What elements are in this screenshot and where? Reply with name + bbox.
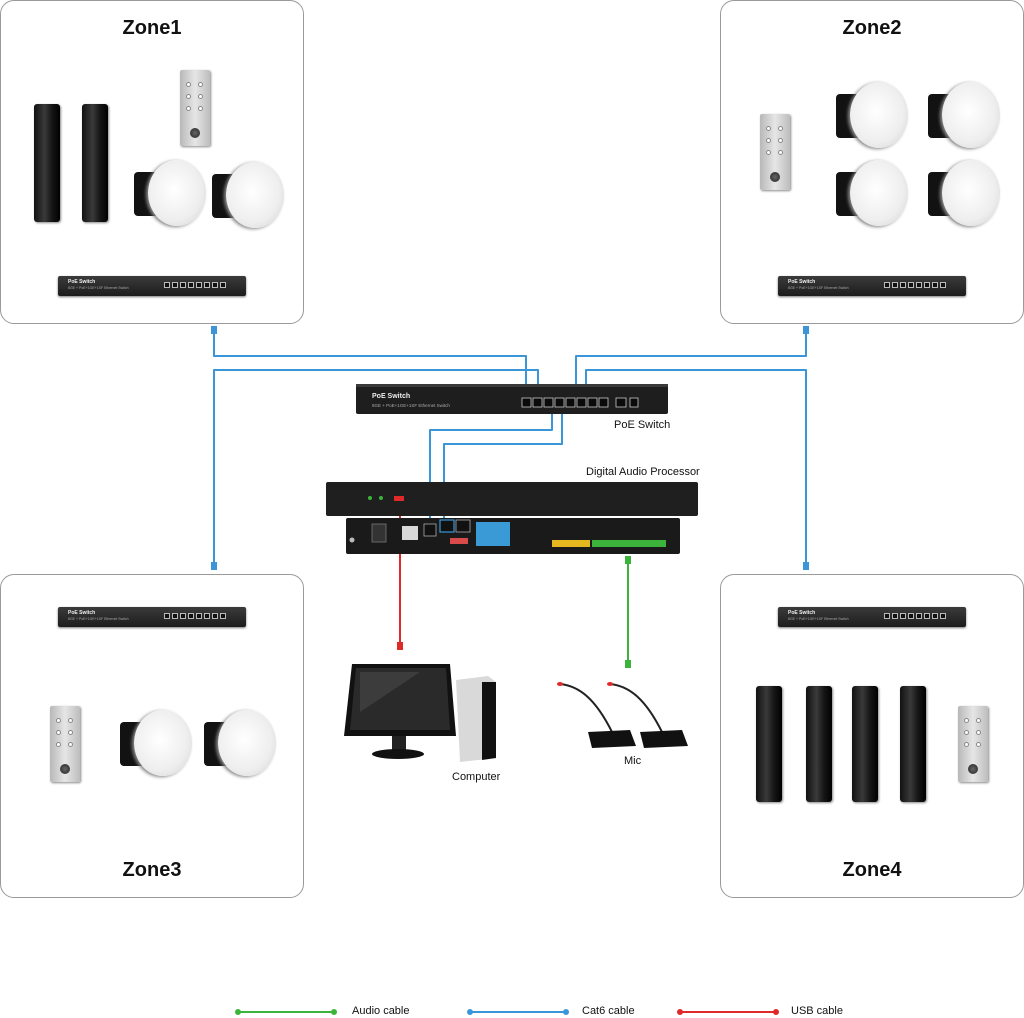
computer: [344, 664, 496, 762]
zone-switch-subtitle: 8GE + PoE+1GE+1SF Ethernet Switch: [788, 286, 849, 290]
column-speaker: [900, 686, 926, 802]
column-speaker: [756, 686, 782, 802]
microphone: [559, 683, 663, 733]
legend-audio-label: Audio cable: [352, 1005, 410, 1017]
dsp-label: Digital Audio Processor: [586, 466, 700, 478]
ceiling-speaker: [120, 710, 192, 778]
ceiling-speaker: [928, 160, 1000, 228]
main-poe-switch: [356, 384, 668, 414]
main-switch-device-title: PoE Switch: [372, 393, 411, 400]
zone-switch-title: PoE Switch: [68, 279, 96, 285]
mic-label: Mic: [624, 755, 642, 767]
zone3-title: Zone3: [122, 859, 182, 881]
zone-switch-subtitle: 8GE + PoE+1GE+1SF Ethernet Switch: [788, 617, 849, 621]
zone1-poe-switch: PoE Switch 8GE + PoE+1GE+1SF Ethernet Sw…: [58, 276, 246, 296]
zone-switch-title: PoE Switch: [788, 279, 816, 285]
ceiling-speaker: [212, 162, 284, 230]
legend-cat6-line: [467, 1009, 569, 1015]
legend-usb-label: USB cable: [791, 1005, 843, 1017]
zone1-title: Zone1: [122, 17, 182, 39]
zone3-poe-switch: PoE Switch 8GE + PoE+1GE+1SF Ethernet Sw…: [58, 607, 246, 627]
zone-switch-title: PoE Switch: [68, 610, 96, 616]
legend-usb-line: [677, 1009, 779, 1015]
legend-cat6-label: Cat6 cable: [582, 1005, 635, 1017]
cat6-cable-zone1: [213, 330, 527, 400]
digital-audio-processor: [326, 482, 698, 554]
zone4-poe-switch: PoE Switch 8GE + PoE+1GE+1SF Ethernet Sw…: [778, 607, 966, 627]
column-speaker: [852, 686, 878, 802]
wall-control-panel: [50, 706, 80, 782]
cat6-cable-zone2: [575, 330, 807, 400]
legend-audio-line: [235, 1009, 337, 1015]
ceiling-speaker: [928, 82, 1000, 150]
zone-switch-subtitle: 8GE + PoE+1GE+1SF Ethernet Switch: [68, 617, 129, 621]
ceiling-speaker: [836, 160, 908, 228]
poe-switch-label: PoE Switch: [614, 419, 671, 431]
ceiling-speaker: [836, 82, 908, 150]
zone2-title: Zone2: [842, 17, 902, 39]
zone4-title: Zone4: [842, 859, 902, 881]
zone-switch-title: PoE Switch: [788, 610, 816, 616]
column-speaker: [82, 104, 108, 222]
computer-label: Computer: [452, 771, 501, 783]
cat6-cable-dsp-1: [429, 408, 553, 536]
zone-switch-subtitle: 8GE + PoE+1GE+1SF Ethernet Switch: [68, 286, 129, 290]
wall-control-panel: [760, 114, 790, 190]
column-speaker: [34, 104, 60, 222]
column-speaker: [806, 686, 832, 802]
wall-control-panel: [958, 706, 988, 782]
ceiling-speaker: [204, 710, 276, 778]
main-switch-device-subtitle: 8GE + PoE+1GE+1SF Ethernet Switch: [372, 403, 450, 408]
zone2-poe-switch: PoE Switch 8GE + PoE+1GE+1SF Ethernet Sw…: [778, 276, 966, 296]
wall-control-panel: [180, 70, 210, 146]
ceiling-speaker: [134, 160, 206, 228]
